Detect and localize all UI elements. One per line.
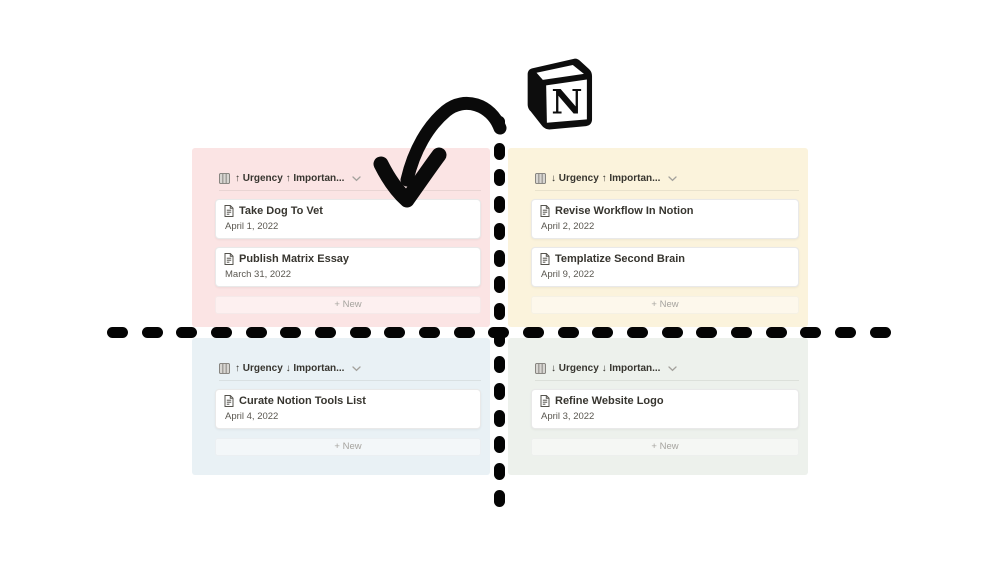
new-card-button[interactable]: + New xyxy=(531,438,799,456)
axis-dash xyxy=(494,249,505,267)
board-view-icon xyxy=(535,172,546,184)
board-group-header[interactable]: ↑ Urgency ↑ Importan... xyxy=(219,171,481,185)
board-group-header[interactable]: ↓ Urgency ↑ Importan... xyxy=(535,171,799,185)
task-card[interactable]: Publish Matrix Essay March 31, 2022 xyxy=(215,247,481,287)
card-title: Publish Matrix Essay xyxy=(239,253,350,265)
page-icon xyxy=(540,205,550,217)
header-divider xyxy=(219,190,481,191)
axis-dash xyxy=(494,489,505,507)
axis-dash xyxy=(494,329,505,347)
chevron-down-icon[interactable] xyxy=(352,175,362,182)
chevron-down-icon[interactable] xyxy=(668,175,678,182)
axis-dash xyxy=(107,327,128,338)
header-divider xyxy=(219,380,481,381)
axis-dash xyxy=(211,327,233,338)
card-title: Refine Website Logo xyxy=(555,395,664,407)
axis-dash xyxy=(494,169,505,187)
axis-dash xyxy=(696,327,718,338)
axis-dash xyxy=(245,327,267,338)
axis-dash xyxy=(494,383,505,401)
page-icon xyxy=(540,395,550,407)
board-view-icon xyxy=(219,172,230,184)
card-title: Revise Workflow In Notion xyxy=(555,205,694,217)
notion-logo-icon: N xyxy=(527,58,593,130)
axis-dash xyxy=(494,196,505,214)
x-axis-dashed-line xyxy=(107,327,891,338)
board-group-header[interactable]: ↑ Urgency ↓ Importan... xyxy=(219,361,481,375)
task-card[interactable]: Curate Notion Tools List April 4, 2022 xyxy=(215,389,481,429)
card-date: April 3, 2022 xyxy=(541,411,595,422)
card-date: April 2, 2022 xyxy=(541,221,595,232)
task-card[interactable]: Templatize Second Brain April 9, 2022 xyxy=(531,247,799,287)
axis-dash xyxy=(800,327,822,338)
axis-dash xyxy=(176,327,198,338)
header-divider xyxy=(535,380,799,381)
card-date: March 31, 2022 xyxy=(225,269,292,280)
new-card-button[interactable]: + New xyxy=(215,438,481,456)
axis-dash xyxy=(523,327,545,338)
notion-logo-letter: N xyxy=(551,83,582,123)
axis-dash xyxy=(384,327,406,338)
axis-dash xyxy=(494,409,505,427)
axis-dash xyxy=(280,327,302,338)
axis-dash xyxy=(592,327,614,338)
task-card[interactable]: Take Dog To Vet April 1, 2022 xyxy=(215,199,481,239)
board-group-title: ↓ Urgency ↓ Importan... xyxy=(551,362,661,374)
page-icon xyxy=(224,395,234,407)
board-group-title: ↑ Urgency ↓ Importan... xyxy=(235,362,345,374)
axis-dash xyxy=(419,327,441,338)
y-axis-dashed-line xyxy=(494,116,505,507)
card-date: April 1, 2022 xyxy=(225,221,279,232)
axis-dash xyxy=(494,116,505,133)
card-title: Take Dog To Vet xyxy=(239,205,323,217)
axis-dash xyxy=(627,327,649,338)
chevron-down-icon[interactable] xyxy=(352,365,362,372)
axis-dash xyxy=(494,302,505,320)
board-group-title: ↓ Urgency ↑ Importan... xyxy=(551,172,661,184)
card-title: Curate Notion Tools List xyxy=(239,395,366,407)
axis-dash xyxy=(494,142,505,160)
card-date: April 9, 2022 xyxy=(541,269,595,280)
axis-dash xyxy=(494,222,505,240)
header-divider xyxy=(535,190,799,191)
axis-dash xyxy=(731,327,753,338)
new-card-button[interactable]: + New xyxy=(215,296,481,314)
page-icon xyxy=(224,253,234,265)
board-group-header[interactable]: ↓ Urgency ↓ Importan... xyxy=(535,361,799,375)
page-icon xyxy=(540,253,550,265)
card-title: Templatize Second Brain xyxy=(555,253,685,265)
quadrant-urgent-not-important: ↑ Urgency ↓ Importan... Curate Notion To… xyxy=(192,338,490,475)
axis-dash xyxy=(835,327,857,338)
axis-dash xyxy=(494,436,505,454)
axis-dash xyxy=(453,327,475,338)
axis-dash xyxy=(141,327,163,338)
board-view-icon xyxy=(219,362,230,374)
axis-dash xyxy=(494,356,505,374)
board-view-icon xyxy=(535,362,546,374)
new-card-button[interactable]: + New xyxy=(531,296,799,314)
axis-dash xyxy=(765,327,787,338)
task-card[interactable]: Refine Website Logo April 3, 2022 xyxy=(531,389,799,429)
axis-dash xyxy=(661,327,683,338)
card-date: April 4, 2022 xyxy=(225,411,279,422)
board-group-title: ↑ Urgency ↑ Importan... xyxy=(235,172,345,184)
axis-dash xyxy=(494,463,505,481)
quadrant-not-urgent-not-important: ↓ Urgency ↓ Importan... Refine Website L… xyxy=(508,338,808,475)
axis-dash xyxy=(349,327,371,338)
chevron-down-icon[interactable] xyxy=(668,365,678,372)
axis-dash xyxy=(869,327,891,338)
page-icon xyxy=(224,205,234,217)
quadrant-urgent-important: ↑ Urgency ↑ Importan... Take Dog To Vet … xyxy=(192,148,490,327)
axis-dash xyxy=(494,276,505,294)
task-card[interactable]: Revise Workflow In Notion April 2, 2022 xyxy=(531,199,799,239)
axis-dash xyxy=(315,327,337,338)
quadrant-not-urgent-important: ↓ Urgency ↑ Importan... Revise Workflow … xyxy=(508,148,808,327)
axis-dash xyxy=(557,327,579,338)
